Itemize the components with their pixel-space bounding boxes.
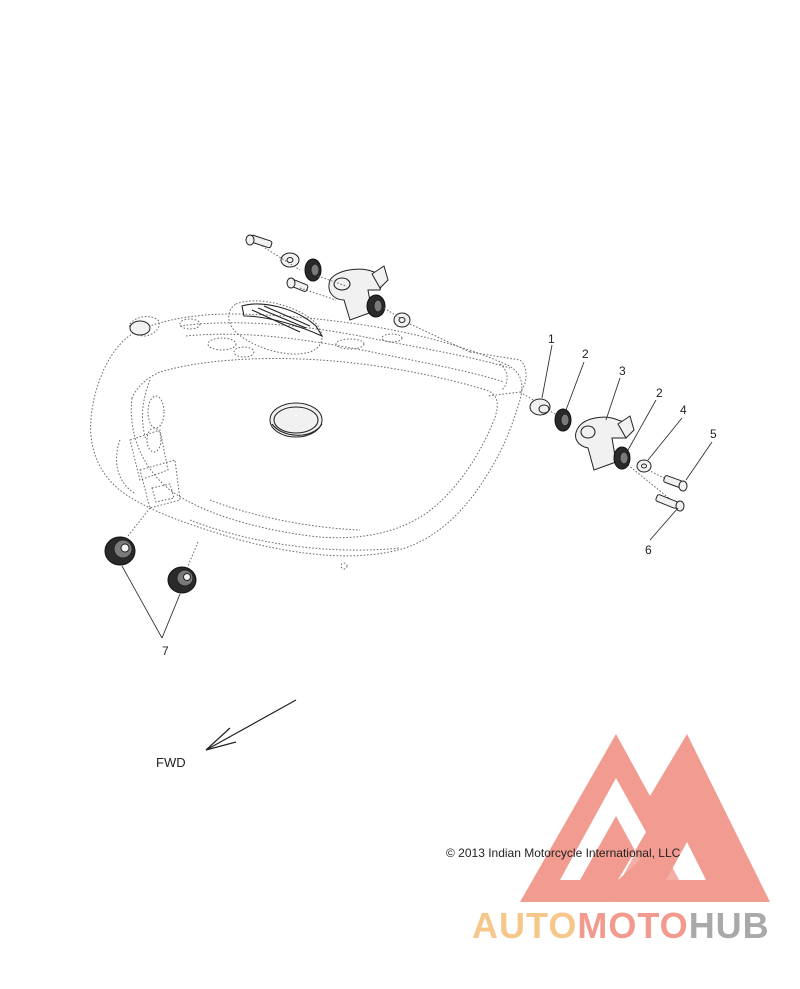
forward-label: FWD — [156, 755, 186, 770]
watermark-text: AUTOMOTOHUB — [472, 905, 770, 946]
forward-arrow-icon — [205, 699, 297, 751]
watermark-auto: AUTO — [472, 905, 577, 946]
callout-2: 2 — [582, 347, 589, 361]
fuel-tank — [90, 300, 527, 570]
rear-mount-assembly — [245, 234, 471, 353]
callout-4: 4 — [680, 403, 687, 417]
callout-2-second: 2 — [656, 386, 663, 400]
leader-lines — [121, 344, 713, 639]
callout-7: 7 — [162, 644, 169, 658]
watermark-moto: MOTO — [577, 905, 688, 946]
exploded-mount-assembly — [519, 391, 688, 512]
callout-1: 1 — [548, 332, 555, 346]
screw-part — [655, 494, 679, 509]
front-grommets — [104, 507, 199, 594]
callout-6: 6 — [645, 543, 652, 557]
copyright-text: © 2013 Indian Motorcycle International, … — [446, 846, 681, 860]
callout-5: 5 — [710, 427, 717, 441]
watermark-hub: HUB — [689, 905, 770, 946]
callout-3: 3 — [619, 364, 626, 378]
automotohub-logo — [520, 734, 770, 902]
bracket-part — [575, 416, 631, 471]
